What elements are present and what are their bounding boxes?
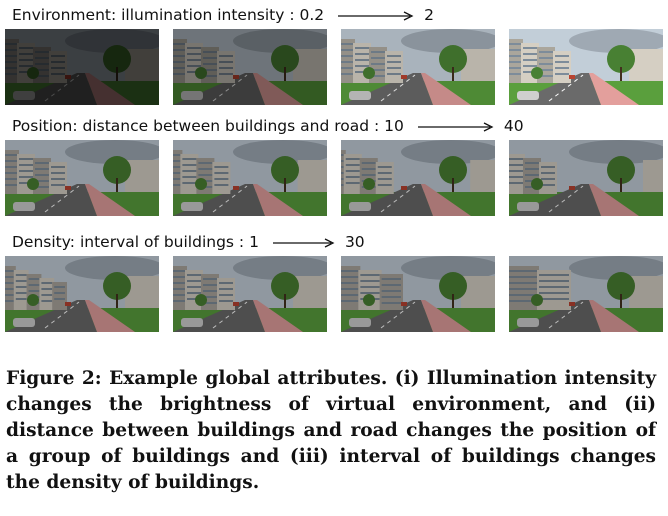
row-label-text: Position: distance between buildings and… [12,117,404,135]
scene-image [509,140,663,216]
scene-image [5,140,159,216]
scene-image [341,140,495,216]
row-label-text: Density: interval of buildings : 1 [12,233,259,251]
scene-image [341,29,495,105]
scene-image [509,256,663,332]
row-end-value: 40 [503,117,524,135]
row-end-value: 2 [424,6,435,24]
scene-image [341,256,495,332]
row-label-text: Environment: illumination intensity : 0.… [12,6,325,24]
right-arrow-icon [338,7,414,25]
scene-image [173,140,327,216]
row-label-position: Position: distance between buildings and… [12,117,524,136]
right-arrow-icon [272,234,335,252]
scene-image [5,29,159,105]
scene-image [173,256,327,332]
scene-image [5,256,159,332]
row-end-value: 30 [344,233,365,251]
figure-caption: Figure 2: Example global attributes. (i)… [6,368,656,493]
row-label-density: Density: interval of buildings : 1 30 [12,233,365,252]
right-arrow-icon [417,118,494,136]
scene-image [173,29,327,105]
scene-image [509,29,663,105]
row-label-illumination: Environment: illumination intensity : 0.… [12,6,434,25]
